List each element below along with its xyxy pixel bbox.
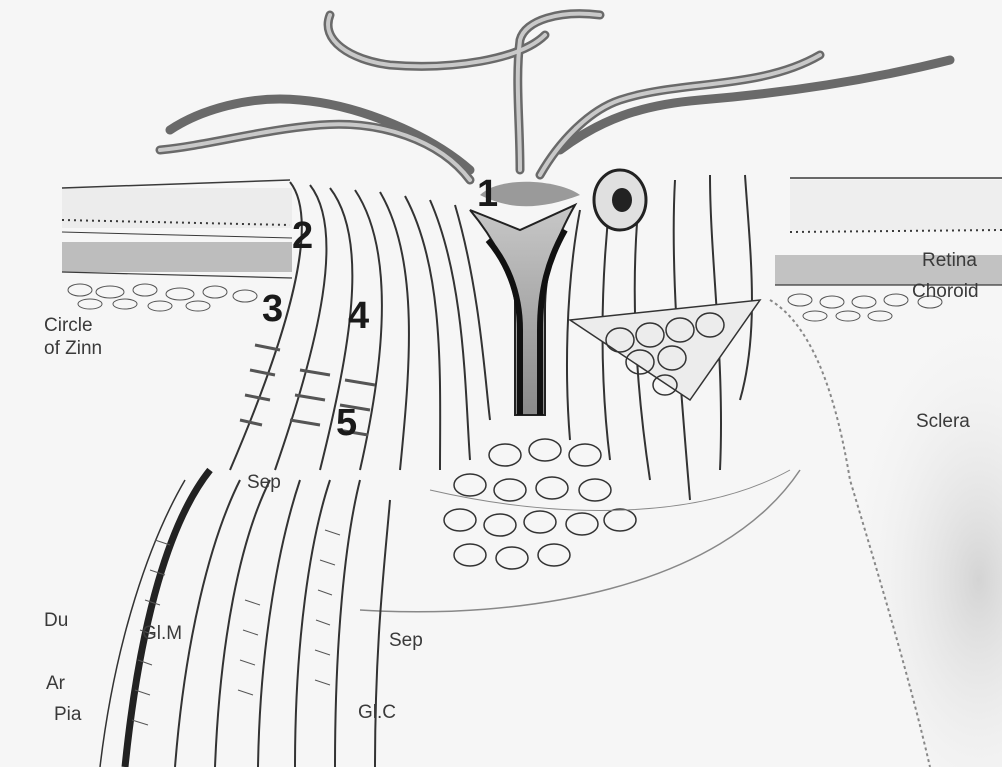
label-gl-m: Gl.M — [142, 622, 182, 646]
label-gl-c: Gl.C — [358, 701, 396, 725]
marker-3: 3 — [262, 289, 283, 329]
label-choroid: Choroid — [912, 280, 979, 304]
marker-1: 1 — [477, 174, 498, 214]
marker-4: 4 — [348, 296, 369, 336]
label-ar: Ar — [46, 672, 65, 696]
label-sclera: Sclera — [916, 410, 970, 434]
nerve-cross-section — [570, 300, 760, 400]
label-circle-of-zinn-line1: Circle — [44, 314, 93, 338]
label-pia: Pia — [54, 703, 81, 727]
retina-left — [62, 180, 292, 311]
label-du: Du — [44, 609, 68, 633]
marker-2: 2 — [292, 216, 313, 256]
label-sep-upper: Sep — [247, 471, 281, 495]
marker-5: 5 — [336, 403, 357, 443]
label-circle-of-zinn-line2: of Zinn — [44, 337, 102, 361]
label-retina: Retina — [922, 249, 977, 273]
label-sep-lower: Sep — [389, 629, 423, 653]
optic-nerve-septa — [100, 470, 390, 767]
